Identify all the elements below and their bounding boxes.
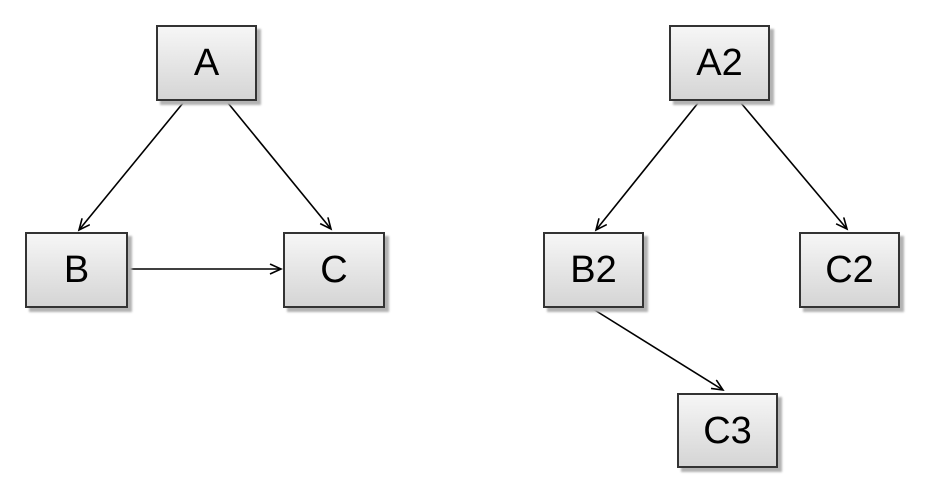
node-label-C: C (320, 249, 348, 291)
node-C: C (283, 232, 385, 308)
node-C3: C3 (677, 393, 778, 468)
node-label-A: A (193, 42, 220, 84)
edge-B2-C3 (592, 308, 723, 390)
node-label-B: B (63, 249, 90, 291)
node-label-C3: C3 (703, 409, 752, 452)
node-A2: A2 (669, 25, 770, 101)
node-label-C2: C2 (825, 249, 874, 291)
edge-A-C (227, 102, 331, 229)
node-B2: B2 (543, 232, 644, 308)
node-C2: C2 (799, 232, 900, 308)
node-label-A2: A2 (696, 42, 743, 84)
node-B: B (25, 232, 128, 308)
edge-A2-B2 (596, 102, 699, 230)
edge-A2-C2 (740, 102, 847, 229)
node-label-B2: B2 (570, 249, 617, 291)
node-A: A (156, 25, 257, 101)
edge-A-B (79, 102, 184, 230)
